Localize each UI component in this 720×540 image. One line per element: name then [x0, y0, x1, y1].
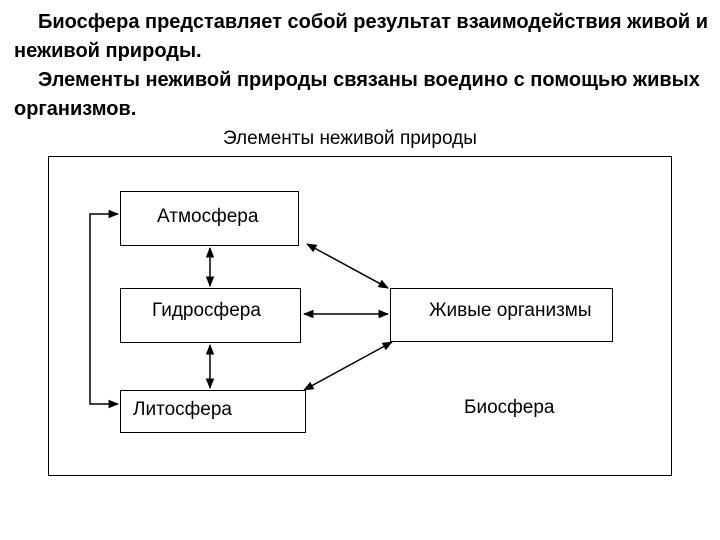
arrow-lithosphere-atmosphere-loop: [89, 209, 120, 409]
biosphere-label: Биосфера: [464, 397, 555, 418]
hydrosphere-box: Гидросфера: [120, 288, 301, 343]
diagram-caption: Элементы неживой природы: [223, 128, 477, 149]
intro-paragraph-1: Биосфера представляет собой результат вз…: [14, 11, 709, 62]
lithosphere-label: Литосфера: [133, 399, 232, 420]
hydrosphere-label: Гидросфера: [152, 300, 261, 321]
lithosphere-box: Литосфера: [120, 390, 306, 433]
intro-paragraph-2: Элементы неживой природы связаны воедино…: [14, 69, 700, 120]
atmosphere-label: Атмосфера: [157, 206, 259, 227]
arrow-atmosphere-living: [306, 243, 389, 289]
living-organisms-label: Живые организмы: [429, 300, 592, 321]
arrow-lithosphere-living: [303, 341, 393, 391]
biosphere-frame: [48, 156, 672, 476]
intro-text: Биосфера представляет собой результат вз…: [14, 8, 714, 124]
living-organisms-box: Живые организмы: [390, 288, 613, 342]
atmosphere-box: Атмосфера: [120, 191, 299, 246]
